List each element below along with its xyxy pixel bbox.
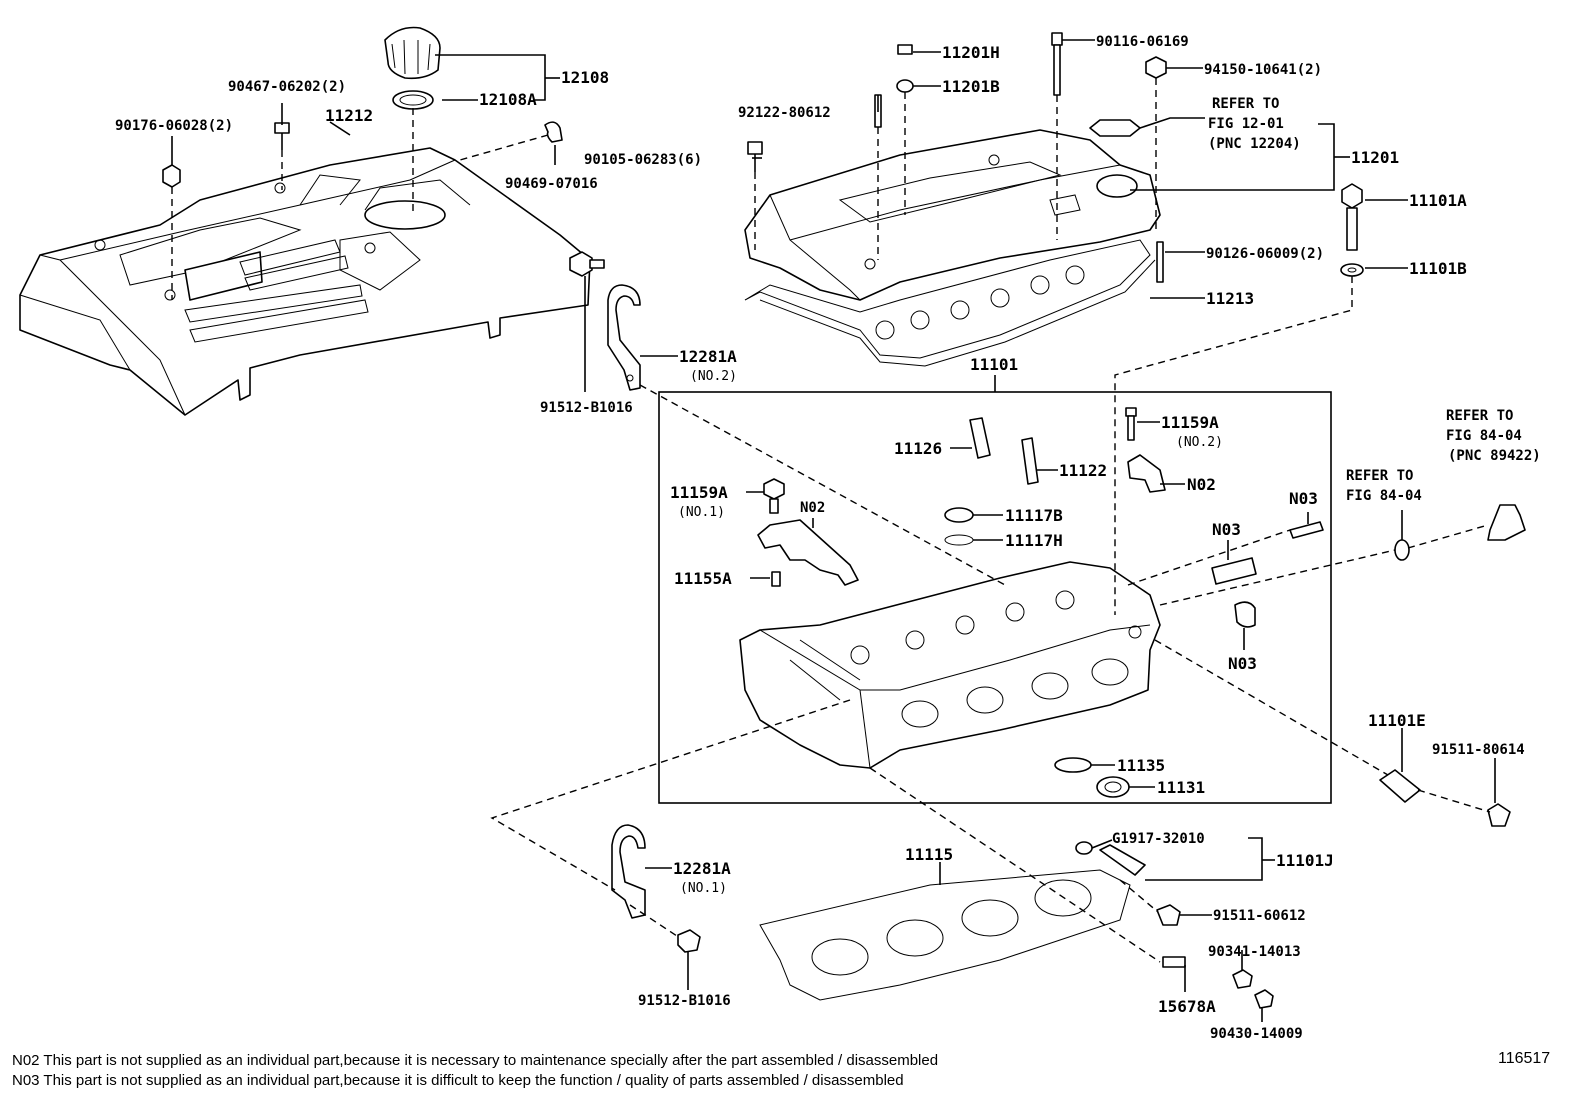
- part-labels: 12108 12108A 90467-06202(2) 11212 90176-…: [115, 34, 1541, 1042]
- label-11101: 11101: [970, 355, 1018, 374]
- label-91511-80614: 91511-80614: [1432, 742, 1525, 758]
- right-sensor-illustration: [1379, 504, 1526, 827]
- assembly-guide-lines: [171, 78, 1491, 963]
- label-11201H: 11201H: [942, 43, 1000, 62]
- oil-filler-cap-illustration: [384, 26, 441, 110]
- head-gasket-illustration: [759, 869, 1131, 1001]
- label-g1917-32010: G1917-32010: [1112, 831, 1205, 847]
- label-11155A: 11155A: [674, 569, 732, 588]
- label-no1-bolt: (NO.1): [678, 505, 725, 520]
- label-no1-hanger: (NO.1): [680, 881, 727, 896]
- clip-90469-illustration: [544, 121, 563, 143]
- label-no2-bolt: (NO.2): [1176, 435, 1223, 450]
- label-pnc-12204: (PNC 12204): [1208, 136, 1301, 152]
- label-94150-10641: 94150-10641(2): [1204, 62, 1322, 78]
- label-90469-07016: 90469-07016: [505, 176, 598, 192]
- bottom-bolts-illustration: [677, 841, 1274, 1009]
- bolt-91512-top-illustration: [569, 251, 605, 277]
- label-fig-12-01: FIG 12-01: [1208, 116, 1284, 132]
- label-n02-left: N02: [800, 500, 825, 516]
- label-91512-B1016-top: 91512-B1016: [540, 400, 633, 416]
- cap-bolt-illustration: [763, 407, 1137, 514]
- label-11201B: 11201B: [942, 77, 1000, 96]
- label-11115: 11115: [905, 845, 953, 864]
- label-11117B: 11117B: [1005, 506, 1063, 525]
- label-90105-06283: 90105-06283(6): [584, 152, 702, 168]
- camshaft-cap-no2-illustration: [1127, 454, 1166, 493]
- label-12108A: 12108A: [479, 90, 537, 109]
- nut-90176-illustration: [162, 164, 181, 188]
- label-n03-sleeve: N03: [1212, 520, 1241, 539]
- label-91512-B1016-bottom: 91512-B1016: [638, 993, 731, 1009]
- label-11135: 11135: [1117, 756, 1165, 775]
- label-90467-06202: 90467-06202(2): [228, 79, 346, 95]
- label-12281A-no1: 12281A: [673, 859, 731, 878]
- label-refer-to-1: REFER TO: [1212, 96, 1279, 112]
- label-n02-right: N02: [1187, 475, 1216, 494]
- label-11201: 11201: [1351, 148, 1399, 167]
- label-91511-60612: 91511-60612: [1213, 908, 1306, 924]
- head-small-parts-illustration: [771, 417, 1324, 798]
- label-11159A-no2: 11159A: [1161, 413, 1219, 432]
- label-92122-80612: 92122-80612: [738, 105, 831, 121]
- label-12108: 12108: [561, 68, 609, 87]
- label-pnc-89422: (PNC 89422): [1448, 448, 1541, 464]
- camshaft-cap-no1-illustration: [757, 519, 859, 586]
- label-no2-hanger: (NO.2): [690, 369, 737, 384]
- label-11213: 11213: [1206, 289, 1254, 308]
- engine-hanger-no2-illustration: [607, 284, 641, 391]
- valve-cover-illustration: [744, 129, 1161, 301]
- label-11117H: 11117H: [1005, 531, 1063, 550]
- label-11101A: 11101A: [1409, 191, 1467, 210]
- cylinder-head-illustration: [739, 561, 1161, 769]
- label-n03-bushing: N03: [1228, 654, 1257, 673]
- label-11101B: 11101B: [1409, 259, 1467, 278]
- figure-number: 116517: [1498, 1050, 1551, 1067]
- head-bolt-illustration: [1340, 183, 1364, 277]
- note-n03: N03 This part is not supplied as an indi…: [12, 1072, 904, 1089]
- label-90116-06169: 90116-06169: [1096, 34, 1189, 50]
- label-refer-to-3: REFER TO: [1446, 408, 1513, 424]
- valve-cover-gasket-illustration: [744, 239, 1156, 367]
- label-11212: 11212: [325, 106, 373, 125]
- label-11126: 11126: [894, 439, 942, 458]
- label-11101E: 11101E: [1368, 711, 1426, 730]
- label-fig-84-04-b: FIG 84-04: [1446, 428, 1522, 444]
- engine-hanger-no1-illustration: [611, 824, 646, 919]
- label-15678A: 15678A: [1158, 997, 1216, 1016]
- engine-cover-illustration: [19, 147, 591, 416]
- label-fig-84-04-a: FIG 84-04: [1346, 488, 1422, 504]
- label-90176-06028: 90176-06028(2): [115, 118, 233, 134]
- leader-lines: [171, 39, 1496, 1022]
- bolt-90467-illustration: [274, 122, 290, 150]
- label-11131: 11131: [1157, 778, 1205, 797]
- label-11159A-no1: 11159A: [670, 483, 728, 502]
- label-90126-06009: 90126-06009(2): [1206, 246, 1324, 262]
- label-11101J: 11101J: [1276, 851, 1334, 870]
- label-12281A-no2: 12281A: [679, 347, 737, 366]
- label-11122: 11122: [1059, 461, 1107, 480]
- note-n02: N02 This part is not supplied as an indi…: [12, 1052, 939, 1069]
- label-n03-pin: N03: [1289, 489, 1318, 508]
- label-90430-14009: 90430-14009: [1210, 1026, 1303, 1042]
- label-refer-to-2: REFER TO: [1346, 468, 1413, 484]
- label-90341-14013: 90341-14013: [1208, 944, 1301, 960]
